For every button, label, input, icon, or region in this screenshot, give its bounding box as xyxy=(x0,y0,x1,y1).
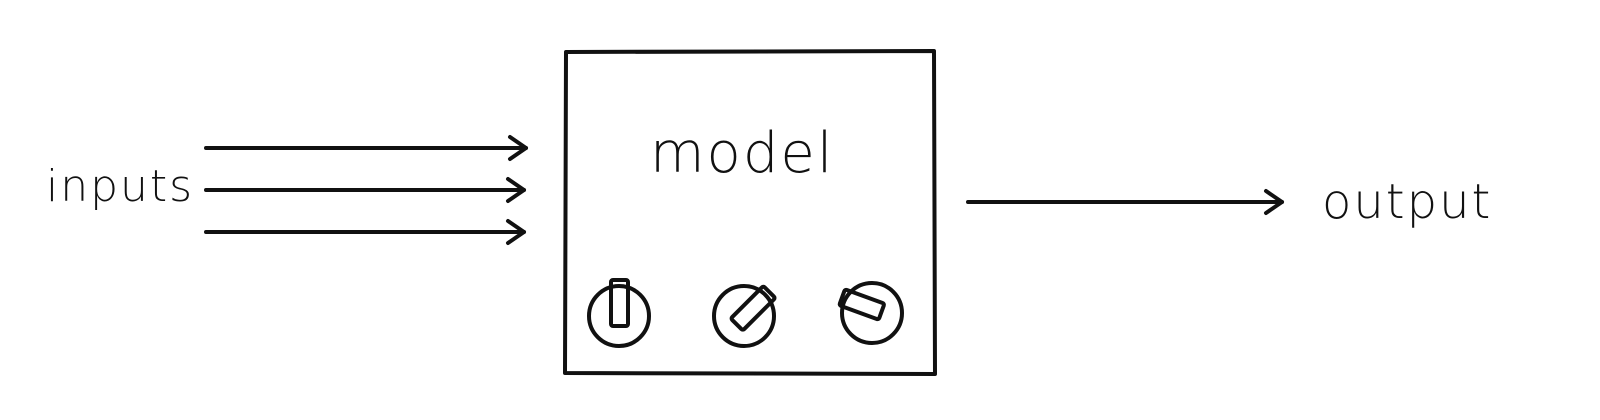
output-label: output xyxy=(1322,174,1492,230)
knob-2 xyxy=(712,284,777,348)
knob-1 xyxy=(587,278,651,348)
inputs-label: inputs xyxy=(46,161,194,212)
knob-3 xyxy=(837,281,904,345)
input-arrow-1 xyxy=(204,135,528,161)
output-arrow xyxy=(966,189,1284,215)
input-arrow-2 xyxy=(204,177,526,203)
input-arrows xyxy=(204,135,528,245)
input-arrow-3 xyxy=(204,219,526,245)
model-box: model xyxy=(563,49,937,376)
model-label: model xyxy=(650,121,834,186)
